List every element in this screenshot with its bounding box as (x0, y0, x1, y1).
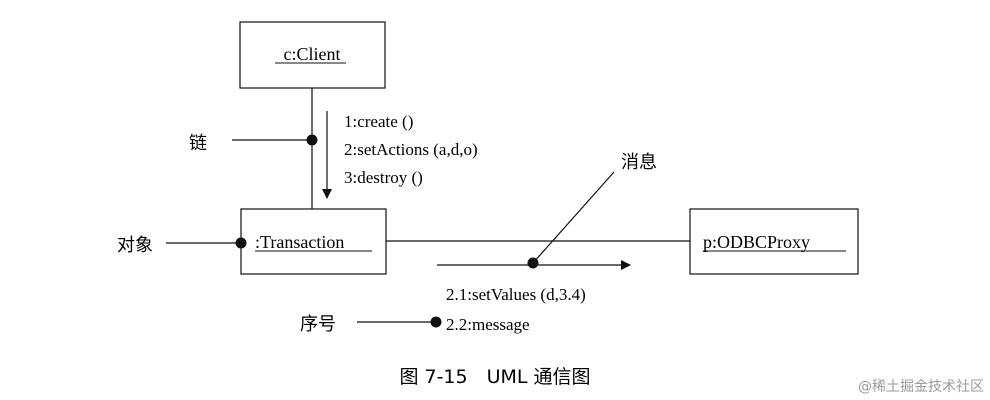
message-create: 1:create () (344, 112, 413, 131)
proxy-object-label: p:ODBCProxy (703, 232, 810, 252)
message-message: 2.2:message (446, 315, 530, 334)
transaction-object-label: :Transaction (255, 232, 344, 252)
proxy-object-box[interactable] (689, 208, 859, 275)
client-object-label: c:Client (284, 44, 341, 64)
message-set-values: 2.1:setValues (d,3.4) (446, 285, 586, 304)
sequence-point-dot (430, 316, 442, 328)
annotation-message-leader (532, 171, 615, 264)
figure-caption: 图 7-15 UML 通信图 (399, 366, 590, 388)
message-set-actions: 2:setActions (a,d,o) (344, 140, 478, 159)
message-destroy: 3:destroy () (344, 168, 423, 187)
watermark-text: @稀土掘金技术社区 (858, 379, 984, 395)
object-point-dot (235, 237, 247, 249)
annotation-sequence-label: 序号 (300, 314, 336, 335)
annotation-message-label: 消息 (621, 152, 657, 173)
annotation-link-label: 链 (189, 133, 207, 154)
annotation-object-label: 对象 (117, 235, 153, 256)
link-point-dot (306, 134, 318, 146)
